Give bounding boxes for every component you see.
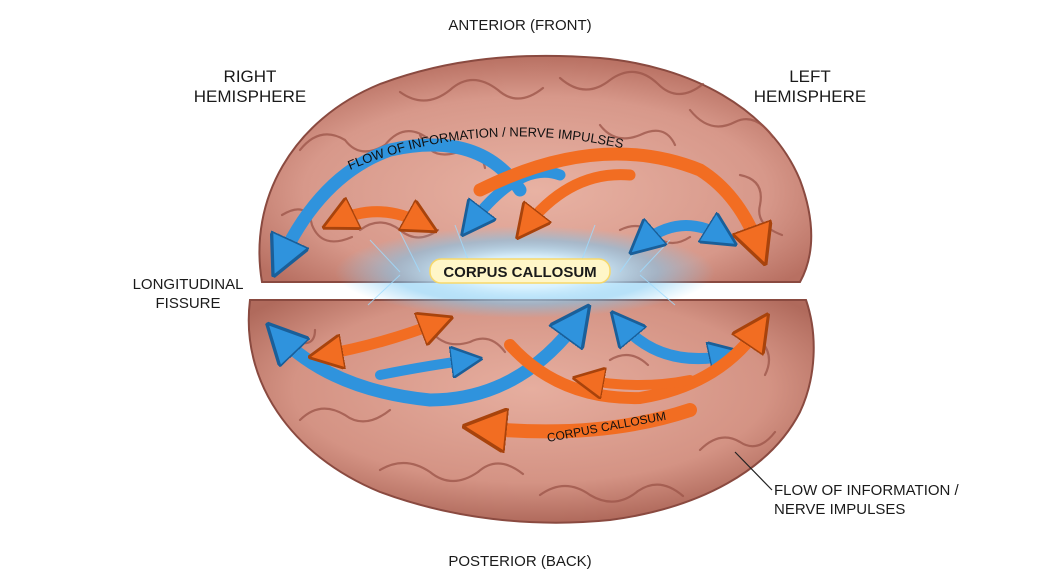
- orange-arrow: [473, 147, 760, 250]
- flow-callout-line2: NERVE IMPULSES: [774, 501, 906, 518]
- fissure-line2: FISSURE: [155, 295, 221, 312]
- flow-callout-line1: FLOW OF INFORMATION /: [774, 482, 959, 499]
- longitudinal-fissure-label: LONGITUDINAL FISSURE: [118, 275, 258, 313]
- orange-arrow: [525, 169, 636, 228]
- orange-arrow: [585, 380, 695, 385]
- callout-leader-line: [734, 451, 773, 491]
- blue-arrow: [640, 226, 725, 245]
- arrows: [278, 138, 760, 431]
- posterior-half: [247, 299, 815, 524]
- posterior-label: POSTERIOR (BACK): [448, 553, 592, 570]
- fissure-line1: LONGITUDINAL: [132, 276, 244, 293]
- left-hemisphere-line2: HEMISPHERE: [753, 87, 867, 106]
- left-hemisphere-line1: LEFT: [789, 67, 831, 86]
- orange-arrow: [504, 326, 760, 405]
- right-hemisphere-line2: HEMISPHERE: [193, 87, 307, 106]
- blue-arrow: [280, 138, 527, 262]
- corpus-callosum-label-bg: [429, 258, 611, 284]
- flow-callout-label: FLOW OF INFORMATION / NERVE IMPULSES: [774, 481, 974, 519]
- corpus-callosum-label: CORPUS CALLOSUM: [443, 264, 596, 281]
- left-hemisphere-label: LEFT HEMISPHERE: [740, 67, 880, 107]
- right-hemisphere-line1: RIGHT: [223, 67, 277, 86]
- orange-arrow: [480, 403, 697, 431]
- blue-arrow: [620, 322, 730, 359]
- right-hemisphere-label: RIGHT HEMISPHERE: [180, 67, 320, 107]
- orange-arrow: [335, 212, 425, 225]
- orange-arrow: [322, 322, 440, 355]
- anterior-label: ANTERIOR (FRONT): [448, 17, 592, 34]
